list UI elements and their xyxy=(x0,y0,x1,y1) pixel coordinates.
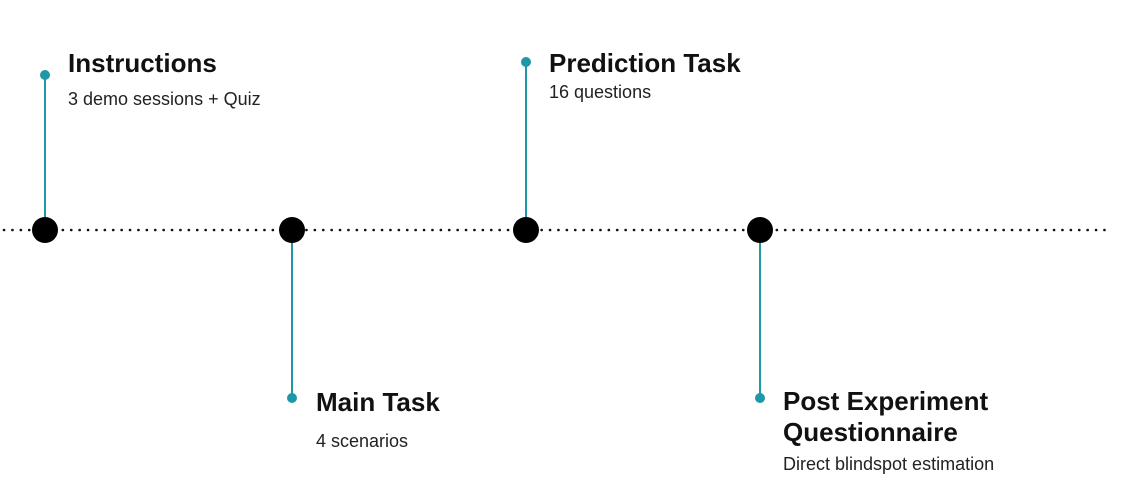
connector-dot xyxy=(287,393,297,403)
stage-marker-prediction-task xyxy=(513,57,539,243)
timeline-node xyxy=(513,217,539,243)
stage-title: Post Experiment Questionnaire xyxy=(783,386,989,447)
stage-marker-instructions xyxy=(32,70,58,243)
stage-subtitle: 16 questions xyxy=(549,82,652,102)
stage-post-experiment-questionnaire: Post Experiment Questionnaire Direct bli… xyxy=(783,386,1053,475)
stage-title: Instructions xyxy=(68,48,217,78)
stage-prediction-task: Prediction Task 16 questions xyxy=(549,48,741,103)
connector-dot xyxy=(40,70,50,80)
stage-subtitle: Direct blindspot estimation xyxy=(783,454,995,474)
stage-main-task: Main Task 4 scenarios xyxy=(316,387,440,452)
stage-title: Prediction Task xyxy=(549,48,741,78)
timeline-node xyxy=(279,217,305,243)
stage-title: Main Task xyxy=(316,387,440,417)
stage-marker-post-experiment-questionnaire xyxy=(747,217,773,403)
stage-subtitle: 4 scenarios xyxy=(316,431,409,451)
stage-instructions: Instructions 3 demo sessions + Quiz xyxy=(68,48,261,110)
timeline-node xyxy=(747,217,773,243)
connector-dot xyxy=(521,57,531,67)
timeline-node xyxy=(32,217,58,243)
stage-marker-main-task xyxy=(279,217,305,403)
connector-dot xyxy=(755,393,765,403)
stage-subtitle: 3 demo sessions + Quiz xyxy=(68,89,261,109)
